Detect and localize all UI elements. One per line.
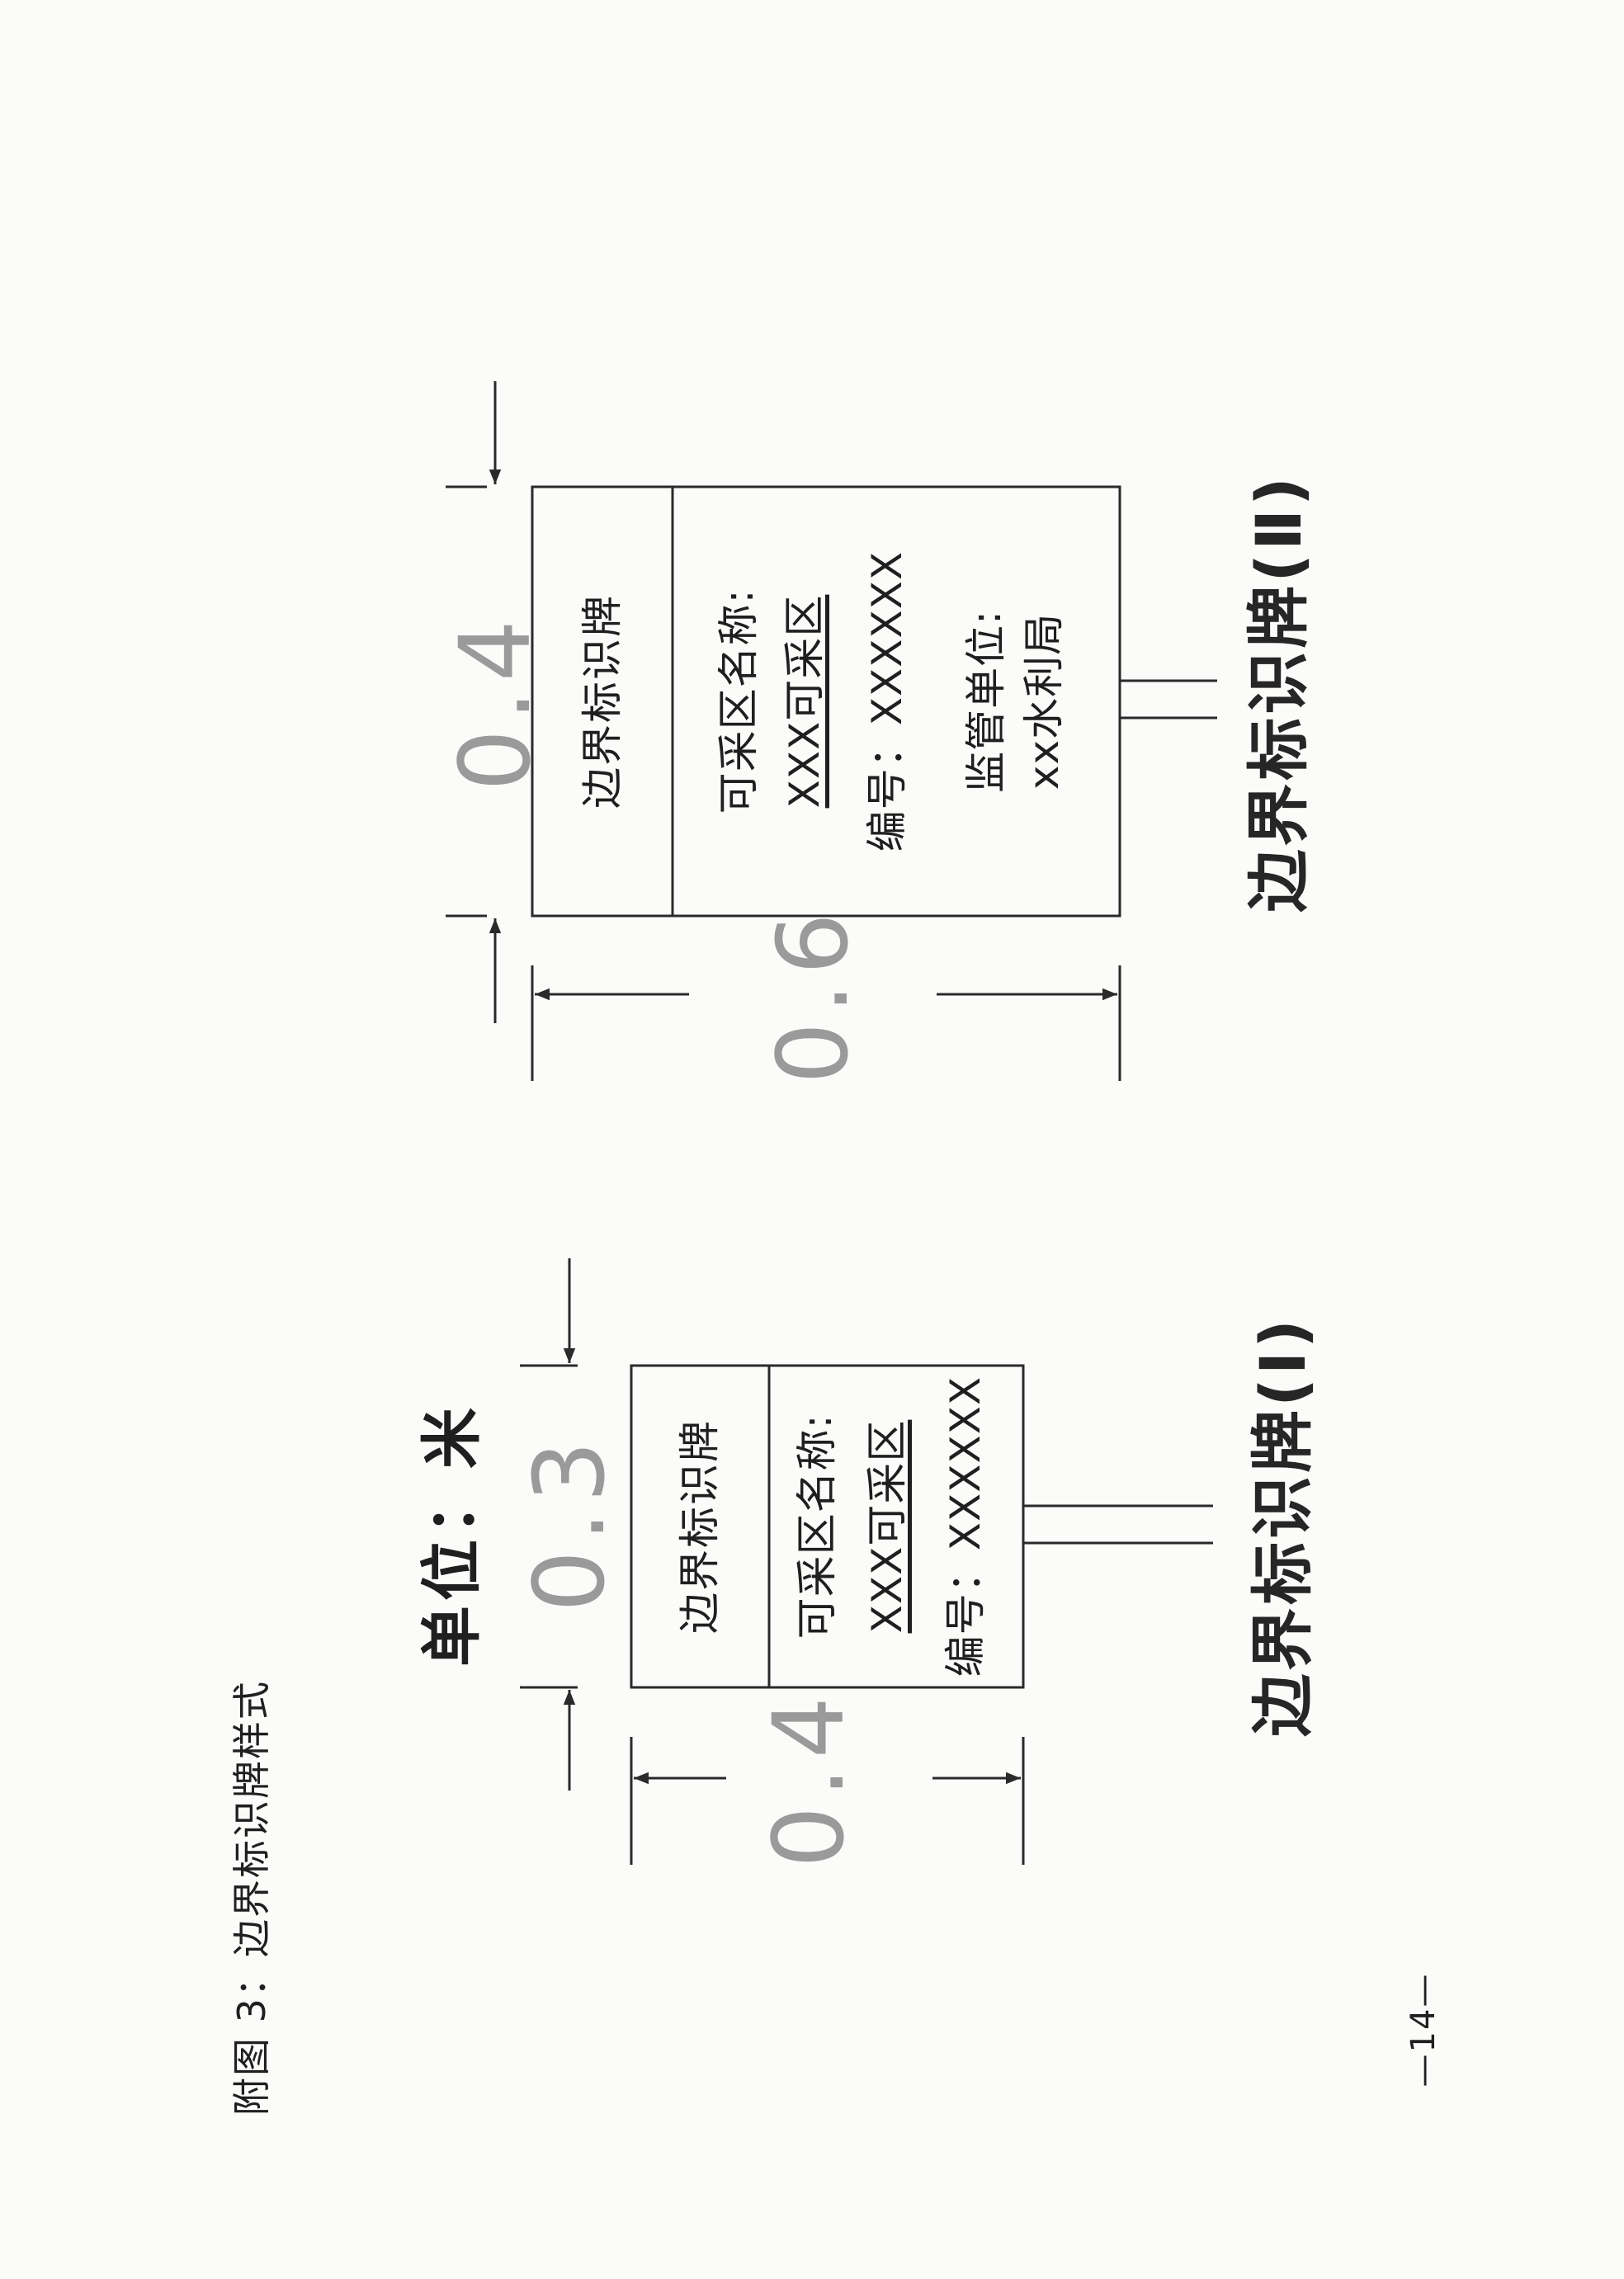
sign-1-area-name-label: 可采区名称: bbox=[793, 1413, 841, 1640]
page-number: —14— bbox=[1404, 1972, 1442, 2088]
sign-1-name: 边界标识牌(Ⅰ) bbox=[1246, 1316, 1320, 1737]
sign-2-code: 编号：XXXXXX bbox=[863, 550, 911, 852]
sign-1-width-label: 0.4 bbox=[752, 1688, 866, 1868]
sign-2-width-label: 0.6 bbox=[756, 904, 870, 1084]
sign-1-code: 编号：XXXXXX bbox=[942, 1375, 989, 1677]
sign-1-height-label: 0.3 bbox=[512, 1432, 626, 1612]
sign-2-name: 边界标识牌(Ⅱ) bbox=[1242, 474, 1315, 913]
sign-1-area-name-value: XXX可采区 bbox=[863, 1419, 911, 1634]
sign-2-supervisor-value: xx水利局 bbox=[1020, 612, 1068, 790]
sign-2-area-name-value: XXX可采区 bbox=[781, 594, 829, 809]
sign-2-area-name-label: 可采区名称: bbox=[715, 588, 762, 814]
sign-2-supervisor-label: 监管单位: bbox=[962, 610, 1010, 793]
figure-caption: 附图 3：边界标识牌样式 bbox=[229, 1680, 274, 2116]
sign-1-frame bbox=[630, 1364, 1025, 1689]
sign-2-frame bbox=[531, 485, 1121, 918]
unit-label: 单位：米 bbox=[417, 1403, 488, 1667]
sign-1-header: 边界标识牌 bbox=[676, 1419, 724, 1634]
sign-2-height-label: 0.4 bbox=[438, 611, 552, 791]
sign-2-header: 边界标识牌 bbox=[578, 594, 626, 809]
